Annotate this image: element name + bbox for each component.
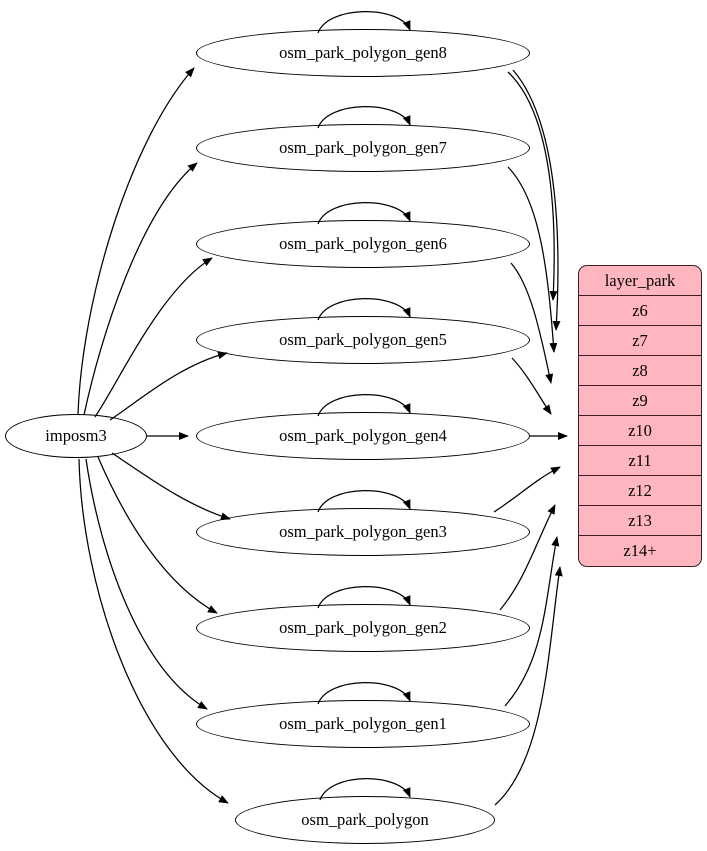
node-osm-park-polygon[interactable]: osm_park_polygon [235, 796, 495, 844]
node-osm-park-polygon-gen8[interactable]: osm_park_polygon_gen8 [196, 29, 530, 77]
node-osm-park-polygon-gen5[interactable]: osm_park_polygon_gen5 [196, 316, 530, 364]
node-label: osm_park_polygon [301, 810, 429, 829]
node-osm-park-polygon-gen6[interactable]: osm_park_polygon_gen6 [196, 220, 530, 268]
node-osm-park-polygon-gen7[interactable]: osm_park_polygon_gen7 [196, 124, 530, 172]
layer-park-record-node[interactable]: layer_park z6 z7 z8 z9 z10 z11 z12 z13 z… [578, 265, 702, 567]
node-osm-park-polygon-gen1[interactable]: osm_park_polygon_gen1 [196, 700, 530, 748]
layer-row-z11[interactable]: z11 [579, 446, 701, 476]
self-loops [317, 11, 411, 801]
layer-row-z12[interactable]: z12 [579, 476, 701, 506]
node-imposm3[interactable]: imposm3 [5, 414, 147, 458]
node-label: osm_park_polygon_gen2 [279, 618, 447, 637]
node-label: osm_park_polygon_gen8 [279, 43, 447, 62]
edges-to-layer-park [493, 69, 568, 806]
node-osm-park-polygon-gen2[interactable]: osm_park_polygon_gen2 [196, 604, 530, 652]
node-label: osm_park_polygon_gen4 [279, 426, 447, 445]
node-label: osm_park_polygon_gen6 [279, 234, 447, 253]
layer-row-z10[interactable]: z10 [579, 416, 701, 446]
node-imposm3-label: imposm3 [45, 426, 107, 445]
node-osm-park-polygon-gen3[interactable]: osm_park_polygon_gen3 [196, 508, 530, 556]
node-label: osm_park_polygon_gen5 [279, 330, 447, 349]
node-label: osm_park_polygon_gen3 [279, 522, 447, 541]
layer-park-header: layer_park [579, 266, 701, 296]
node-label: osm_park_polygon_gen7 [279, 138, 447, 157]
layer-row-z7[interactable]: z7 [579, 326, 701, 356]
layer-row-z6[interactable]: z6 [579, 296, 701, 326]
layer-row-z9[interactable]: z9 [579, 386, 701, 416]
edges-from-imposm3 [77, 67, 231, 804]
node-osm-park-polygon-gen4[interactable]: osm_park_polygon_gen4 [196, 412, 530, 460]
layer-row-z13[interactable]: z13 [579, 506, 701, 536]
layer-row-z14plus[interactable]: z14+ [623, 541, 657, 560]
layer-row-z8[interactable]: z8 [579, 356, 701, 386]
node-label: osm_park_polygon_gen1 [279, 714, 447, 733]
